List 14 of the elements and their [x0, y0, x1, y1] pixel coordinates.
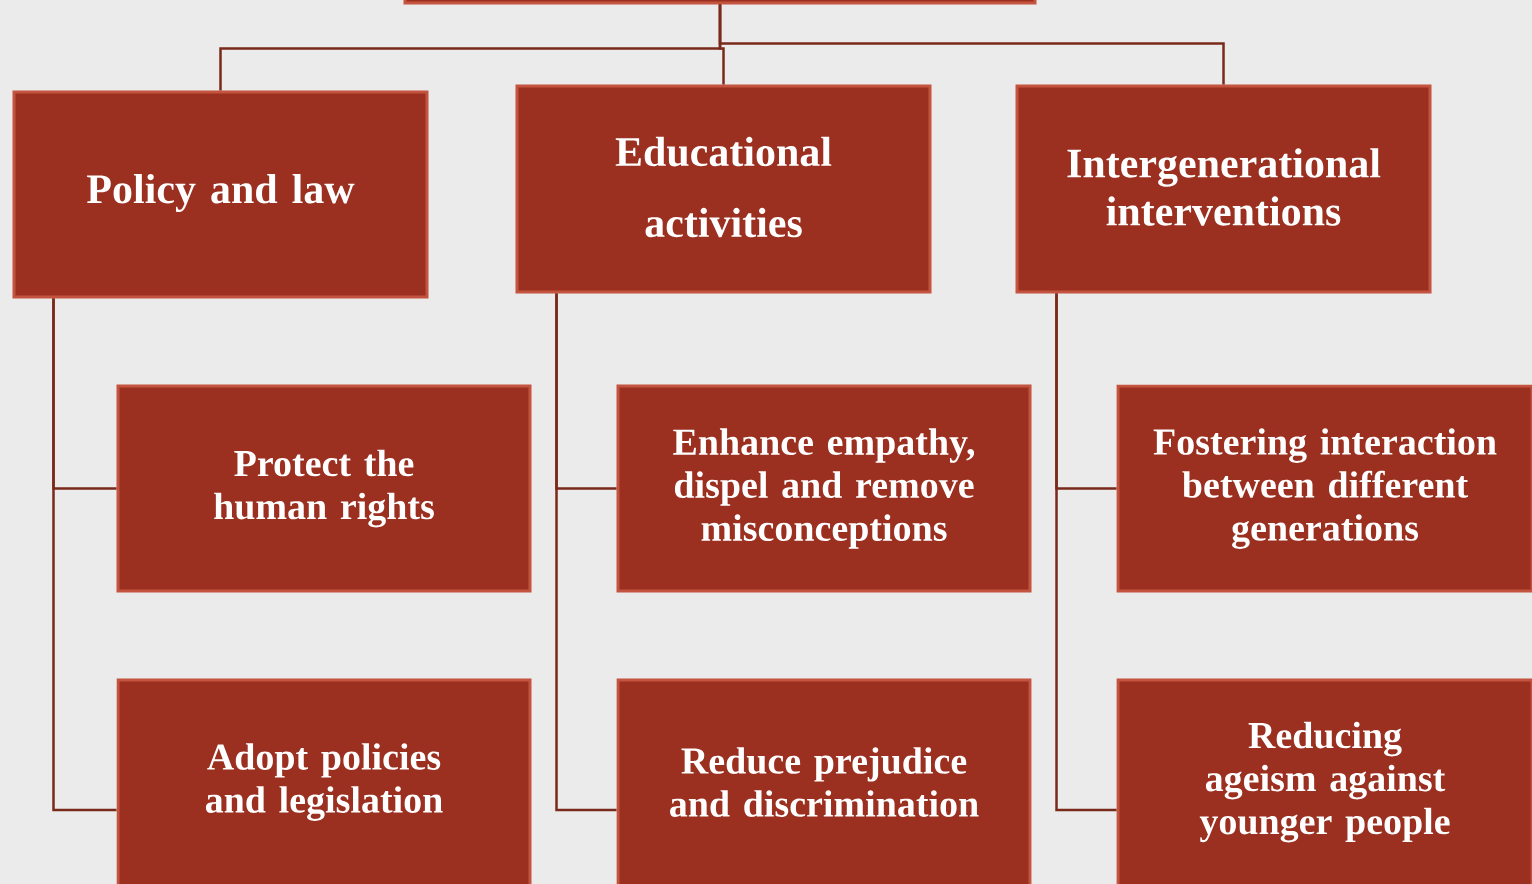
item-box: Reduce prejudice and discrimination	[616, 678, 1032, 884]
box	[403, 0, 1037, 5]
connector-line	[555, 293, 617, 812]
item-box: Enhance empathy, dispel and remove misconceptions	[616, 384, 1032, 593]
connector-line	[1055, 293, 1117, 812]
category-box: Educational activities	[515, 84, 932, 294]
connector-line	[52, 298, 117, 812]
connector-line	[718, 4, 1225, 85]
item-box: Reducing ageism against younger people	[1116, 678, 1532, 884]
category-box: Policy and law	[12, 90, 429, 299]
item-box: Fostering interaction between different generations	[1116, 384, 1532, 593]
category-box: Intergenerational interventions	[1015, 84, 1432, 294]
item-box: Adopt policies and legislation	[116, 678, 532, 884]
item-box: Protect the human rights	[116, 384, 532, 593]
